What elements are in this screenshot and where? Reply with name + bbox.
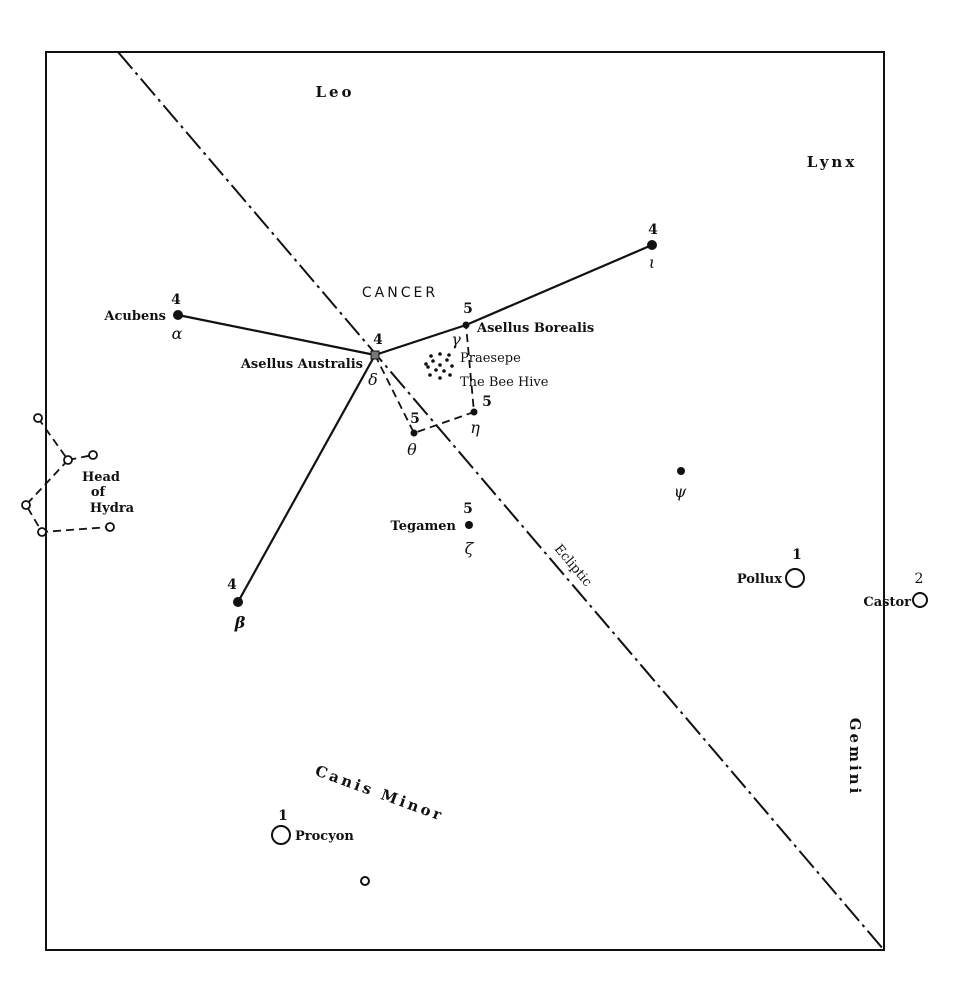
label-cancer: CANCER — [362, 285, 438, 301]
label-leo: Leo — [315, 83, 354, 101]
label-hydra-3: Hydra — [90, 501, 135, 516]
star-asellus-australis — [370, 350, 380, 360]
star-acubens — [173, 310, 183, 320]
hydra-lines — [24, 417, 111, 533]
label-gemini: Gemini — [846, 718, 864, 797]
mag-pollux: 1 — [792, 547, 802, 563]
greek-delta: δ — [368, 370, 378, 389]
mag-procyon: 1 — [278, 808, 288, 824]
star-iota — [647, 240, 657, 250]
mag-iota: 4 — [648, 222, 658, 238]
name-praesepe: Praesepe — [460, 351, 521, 366]
label-hydra-1: Head — [82, 470, 120, 485]
greek-gamma: γ — [451, 330, 461, 349]
label-hydra-2: of — [91, 485, 107, 500]
name-procyon: Procyon — [295, 829, 354, 844]
name-asellus-australis: Asellus Australis — [240, 357, 363, 372]
mag-eta: 5 — [482, 394, 492, 410]
mag-gamma: 5 — [463, 301, 473, 317]
star-eta — [470, 408, 478, 416]
greek-eta: η — [470, 418, 480, 437]
mag-delta: 4 — [373, 332, 383, 348]
name-asellus-borealis: Asellus Borealis — [476, 321, 594, 336]
label-canis-minor: Canis Minor — [313, 762, 447, 825]
name-pollux: Pollux — [737, 572, 782, 587]
greek-beta: β — [234, 613, 246, 632]
star-procyon — [271, 825, 291, 845]
star-minor — [360, 876, 370, 886]
cancer-dashed-lines — [374, 324, 475, 435]
star-asellus-borealis — [462, 321, 470, 329]
hydra-stars — [21, 413, 115, 537]
star-tegamen — [465, 521, 473, 529]
name-bee-hive: The Bee Hive — [460, 375, 549, 390]
star-psi — [677, 467, 685, 475]
name-tegamen: Tegamen — [391, 519, 457, 534]
mag-zeta: 5 — [463, 501, 473, 517]
ecliptic-line — [117, 51, 885, 951]
star-pollux — [785, 568, 805, 588]
chart-frame — [45, 51, 885, 951]
greek-zeta: ζ — [465, 539, 475, 558]
greek-theta: θ — [407, 440, 417, 459]
star-castor — [912, 592, 928, 608]
mag-theta: 5 — [410, 411, 420, 427]
name-castor: Castor — [863, 595, 911, 610]
praesepe-cluster — [424, 352, 454, 380]
label-lynx: Lynx — [807, 153, 858, 171]
greek-iota: ι — [649, 253, 655, 272]
mag-castor: 2 — [915, 571, 924, 587]
mag-acubens: 4 — [171, 292, 181, 308]
mag-beta: 4 — [227, 577, 237, 593]
greek-alpha: α — [172, 324, 183, 343]
greek-psi: ψ — [674, 482, 687, 501]
name-acubens: Acubens — [103, 309, 166, 324]
cancer-figure-lines — [177, 243, 653, 603]
star-theta — [410, 429, 418, 437]
star-beta — [233, 597, 243, 607]
